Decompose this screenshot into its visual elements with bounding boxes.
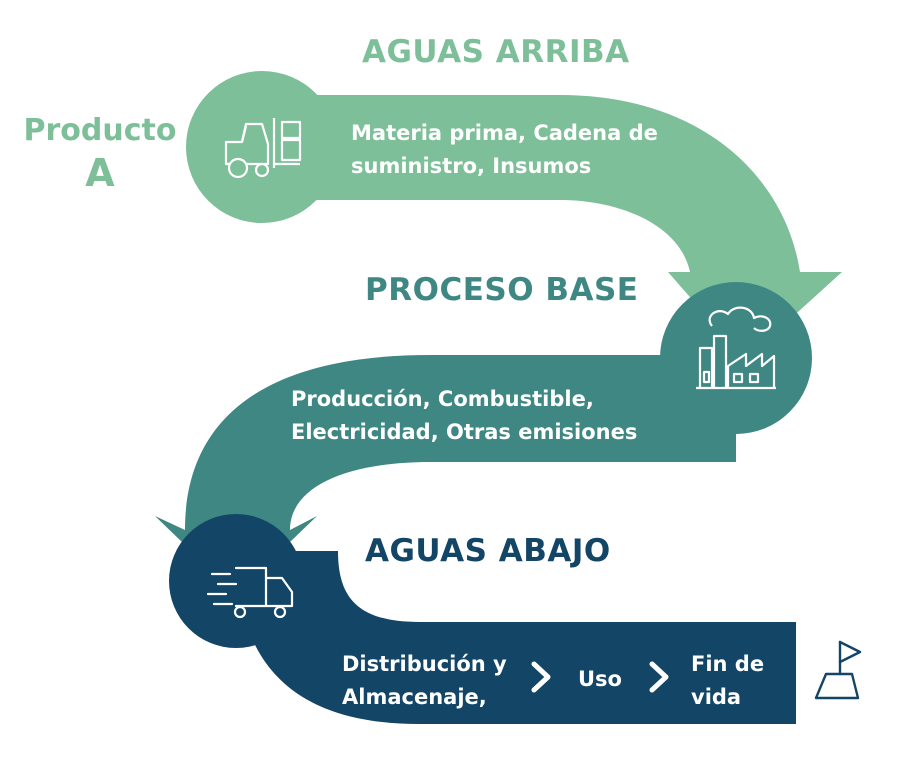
upstream-circle <box>186 71 338 223</box>
chevron-right-icon <box>531 661 551 693</box>
downstream-title: AGUAS ABAJO <box>365 533 611 569</box>
distribution-line2: Almacenaje, <box>342 684 487 709</box>
finish-flag-icon <box>814 640 862 700</box>
upstream-description: Materia prima, Cadena de suministro, Ins… <box>351 117 658 182</box>
factory-icon <box>696 306 776 390</box>
distribution-line1: Distribución y <box>342 652 507 676</box>
product-label: Producto A <box>20 112 180 197</box>
downstream-band <box>236 551 796 724</box>
use-step: Uso <box>578 667 622 691</box>
core-band <box>155 315 736 594</box>
chevron-right-icon <box>649 661 669 693</box>
product-letter: A <box>85 150 115 195</box>
end-of-life-line2: vida <box>691 684 742 709</box>
core-description: Producción, Combustible, Electricidad, O… <box>291 383 637 448</box>
forklift-icon <box>224 118 302 179</box>
core-title: PROCESO BASE <box>365 272 639 308</box>
upstream-title: AGUAS ARRIBA <box>362 34 630 70</box>
end-of-life-line1: Fin de <box>691 652 765 676</box>
core-circle <box>660 282 812 434</box>
delivery-truck-icon <box>206 566 294 619</box>
distribution-step: Distribución y Almacenaje, <box>342 648 507 713</box>
upstream-desc-line2: suministro, Insumos <box>351 153 592 178</box>
upstream-desc-line1: Materia prima, Cadena de <box>351 121 658 145</box>
product-name: Producto <box>23 113 177 148</box>
core-desc-line1: Producción, Combustible, <box>291 387 594 411</box>
downstream-circle <box>169 514 303 648</box>
core-desc-line2: Electricidad, Otras emisiones <box>291 419 638 444</box>
end-of-life-step: Fin de vida <box>691 648 764 713</box>
